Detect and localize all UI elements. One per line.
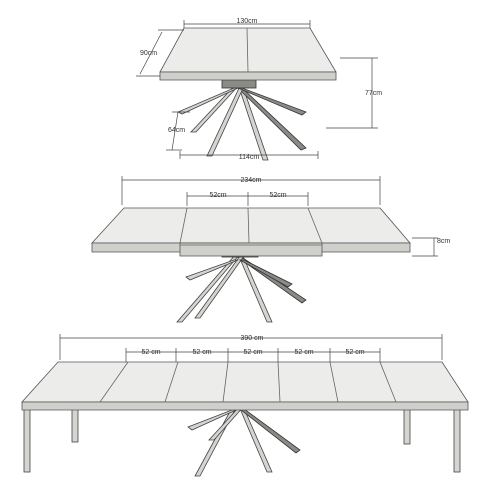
leaf-b-label: 52 cm [192, 349, 211, 356]
dimension-total-length-390: 390 cm [59, 334, 443, 360]
five-leaf-table-view: 390 cm 52 cm 52 cm 52 cm 52 cm 52 cm [21, 334, 469, 477]
dimension-width: 130cm [183, 18, 311, 28]
depth-label: 90cm [140, 50, 157, 57]
leaf-d-label: 52 cm [294, 349, 313, 356]
height-label: 77cm [365, 90, 382, 97]
total-length-label: 234cm [240, 177, 261, 184]
closed-table-legs [177, 79, 307, 161]
thickness-label: 8cm [437, 238, 450, 245]
total-length-390-label: 390 cm [241, 335, 264, 342]
leaf-e-label: 52 cm [345, 349, 364, 356]
dimension-height: 77cm [326, 57, 382, 129]
leaf-2-label: 52cm [269, 192, 286, 199]
knee-height-label: 64cm [168, 127, 185, 134]
two-leaf-table-view: 234cm 52cm 52cm 8cm [91, 176, 450, 323]
two-leaf-table-top [91, 207, 411, 244]
dimension-leg-span: 114cm [179, 151, 319, 161]
closed-table-edge [159, 71, 337, 81]
five-leaf-table-edge [21, 401, 469, 411]
leaf-1-label: 52cm [209, 192, 226, 199]
dimension-total-length-234: 234cm [121, 176, 381, 205]
dimension-top-thickness: 8cm [412, 237, 450, 257]
leaf-c-label: 52 cm [243, 349, 262, 356]
dimension-leaf-2: 52cm [248, 192, 309, 206]
width-label: 130cm [236, 18, 257, 25]
leaf-a-label: 52 cm [141, 349, 160, 356]
dimension-depth: 90cm [136, 29, 184, 77]
dimension-leaf-row: 52 cm 52 cm 52 cm 52 cm 52 cm [125, 348, 381, 362]
five-leaf-table-center-legs [187, 401, 311, 477]
leg-span-label: 114cm [239, 154, 260, 161]
dimension-knee-height: 64cm [166, 111, 190, 151]
two-leaf-table-legs [176, 249, 307, 323]
closed-table-view: 130cm 90cm 77cm 64cm 114cm [136, 18, 382, 161]
five-leaf-table-top [21, 361, 469, 403]
dimension-leaf-1: 52cm [186, 192, 249, 206]
